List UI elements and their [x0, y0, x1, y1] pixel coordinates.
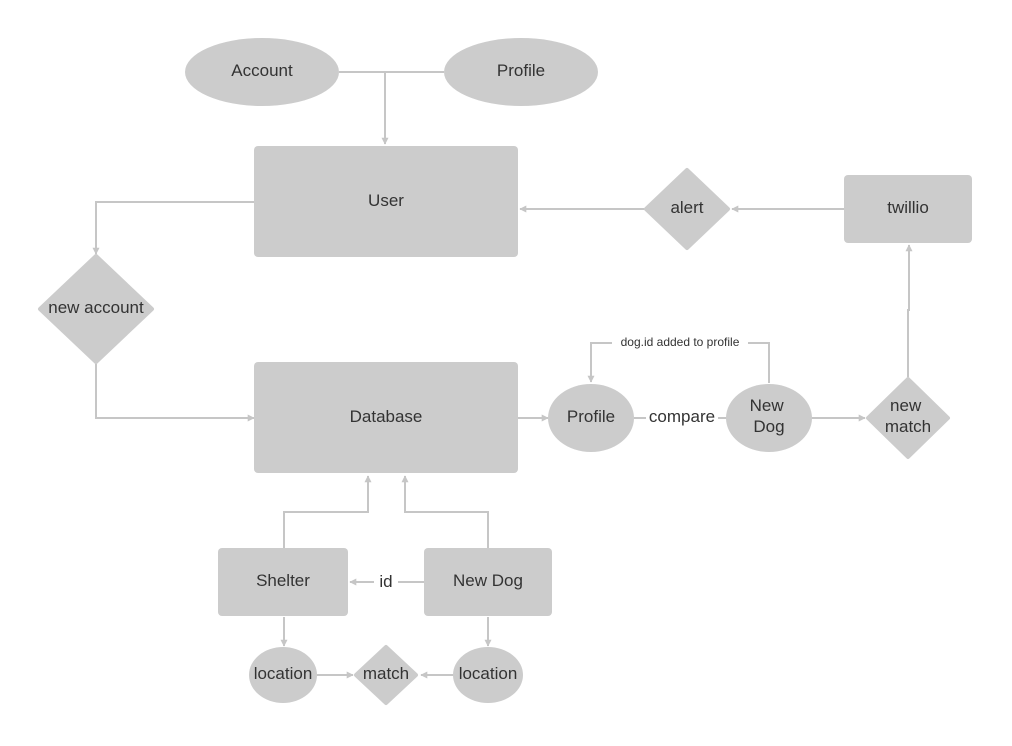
node-profile-mid-label: Profile — [567, 407, 615, 426]
node-database-label: Database — [350, 407, 423, 426]
nodes: Account Profile User alert twillio new a… — [38, 38, 972, 705]
node-new-dog-mid-line2: Dog — [753, 417, 784, 436]
node-alert: alert — [644, 168, 730, 250]
edge-labels: dog.id added to profile compare id — [374, 333, 748, 594]
node-match-label: match — [363, 664, 409, 683]
node-new-dog-mid: New Dog — [726, 384, 812, 452]
node-new-account: new account — [38, 254, 154, 364]
node-database: Database — [254, 362, 518, 473]
node-location-right: location — [453, 647, 523, 703]
node-new-match-line1: new — [890, 396, 922, 415]
edge-user-to-new-account — [92, 201, 254, 255]
node-shelter-label: Shelter — [256, 571, 310, 590]
edge-new-dog-to-database — [401, 475, 489, 548]
node-user: User — [254, 146, 518, 257]
node-account-label: Account — [231, 61, 293, 80]
node-profile-mid: Profile — [548, 384, 634, 452]
node-profile-top: Profile — [444, 38, 598, 106]
node-new-dog-bottom: New Dog — [424, 548, 552, 616]
node-twillio-label: twillio — [887, 198, 929, 217]
edge-label-compare: compare — [649, 407, 715, 426]
node-alert-label: alert — [670, 198, 703, 217]
edge-new-match-to-twillio — [905, 244, 913, 377]
node-new-match-line2: match — [885, 417, 931, 436]
node-new-dog-mid-label: New Dog — [750, 396, 789, 436]
node-twillio: twillio — [844, 175, 972, 243]
node-location-right-label: location — [459, 664, 518, 683]
edge-shelter-to-database — [283, 475, 372, 548]
node-match: match — [354, 645, 418, 705]
node-user-label: User — [368, 191, 404, 210]
node-location-left: location — [249, 647, 317, 703]
node-new-match: new match — [866, 377, 950, 459]
node-profile-top-label: Profile — [497, 61, 545, 80]
node-new-match-label: new match — [885, 396, 931, 436]
node-shelter: Shelter — [218, 548, 348, 616]
node-new-dog-mid-line1: New — [750, 396, 785, 415]
edge-account-to-user — [339, 71, 389, 145]
edge-label-dog-id-added: dog.id added to profile — [621, 335, 740, 349]
edge-new-account-to-database — [95, 364, 255, 422]
node-new-account-label: new account — [48, 298, 144, 317]
node-account: Account — [185, 38, 339, 106]
edge-label-id: id — [379, 572, 392, 591]
node-new-dog-bottom-label: New Dog — [453, 571, 523, 590]
node-location-left-label: location — [254, 664, 313, 683]
